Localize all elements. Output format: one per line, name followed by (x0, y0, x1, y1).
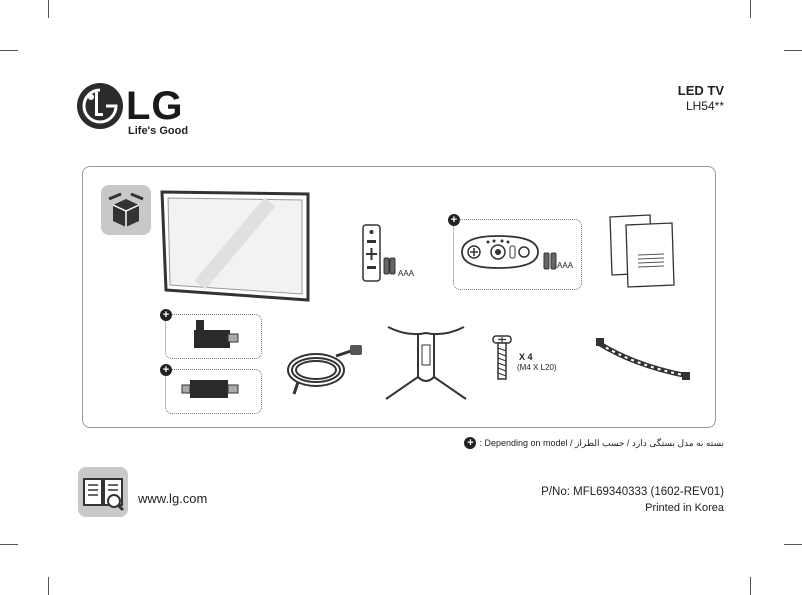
plus-icon: + (448, 214, 460, 226)
remote-battery-label: AAA (398, 269, 415, 278)
tv-stand-icon (385, 326, 467, 400)
crop-mark (750, 0, 751, 18)
screw-spec: (M4 X L20) (517, 363, 557, 372)
magic-remote-battery-label: AAA (557, 261, 574, 270)
footnote-text: : Depending on model / بسته به مدل بستگی… (479, 437, 724, 448)
crop-mark (784, 544, 802, 545)
brand-slogan: Life's Good (128, 125, 189, 137)
battery-icon (543, 252, 557, 270)
crop-mark (0, 50, 18, 51)
part-number: P/No: MFL69340333 (1602-REV01) (541, 486, 724, 498)
box-icon (101, 185, 151, 235)
model-number: LH54** (685, 99, 724, 113)
screw-icon (492, 335, 512, 380)
brand-name: LG (126, 84, 184, 128)
plus-icon: + (160, 364, 172, 376)
crop-mark (0, 544, 18, 545)
crop-mark (750, 577, 751, 595)
plus-icon: + (464, 437, 477, 449)
lg-logo-icon (77, 83, 123, 129)
manual-booklets-icon (609, 214, 675, 288)
website-link[interactable]: www.lg.com (138, 491, 208, 506)
component-adapter-icon (181, 380, 239, 398)
optional-magic-remote-box (453, 219, 582, 290)
av-adapter-icon (194, 320, 239, 348)
power-cord-icon (287, 345, 362, 395)
screw-quantity: X 4 (519, 352, 533, 362)
optional-adapter-box-2 (165, 369, 262, 414)
optional-adapter-box-1 (165, 314, 262, 359)
footnote: + : Depending on model / بسته به مدل بست… (464, 437, 724, 449)
plus-icon: + (160, 309, 172, 321)
magic-remote-icon (461, 235, 539, 269)
crop-mark (784, 50, 802, 51)
printed-in: Printed in Korea (645, 502, 724, 514)
product-type: LED TV (677, 83, 724, 98)
remote-control-icon (362, 224, 396, 282)
tv-illustration (160, 190, 310, 302)
cable-guide-icon (596, 338, 690, 380)
manual-icon (78, 467, 128, 517)
crop-mark (48, 577, 49, 595)
crop-mark (48, 0, 49, 18)
